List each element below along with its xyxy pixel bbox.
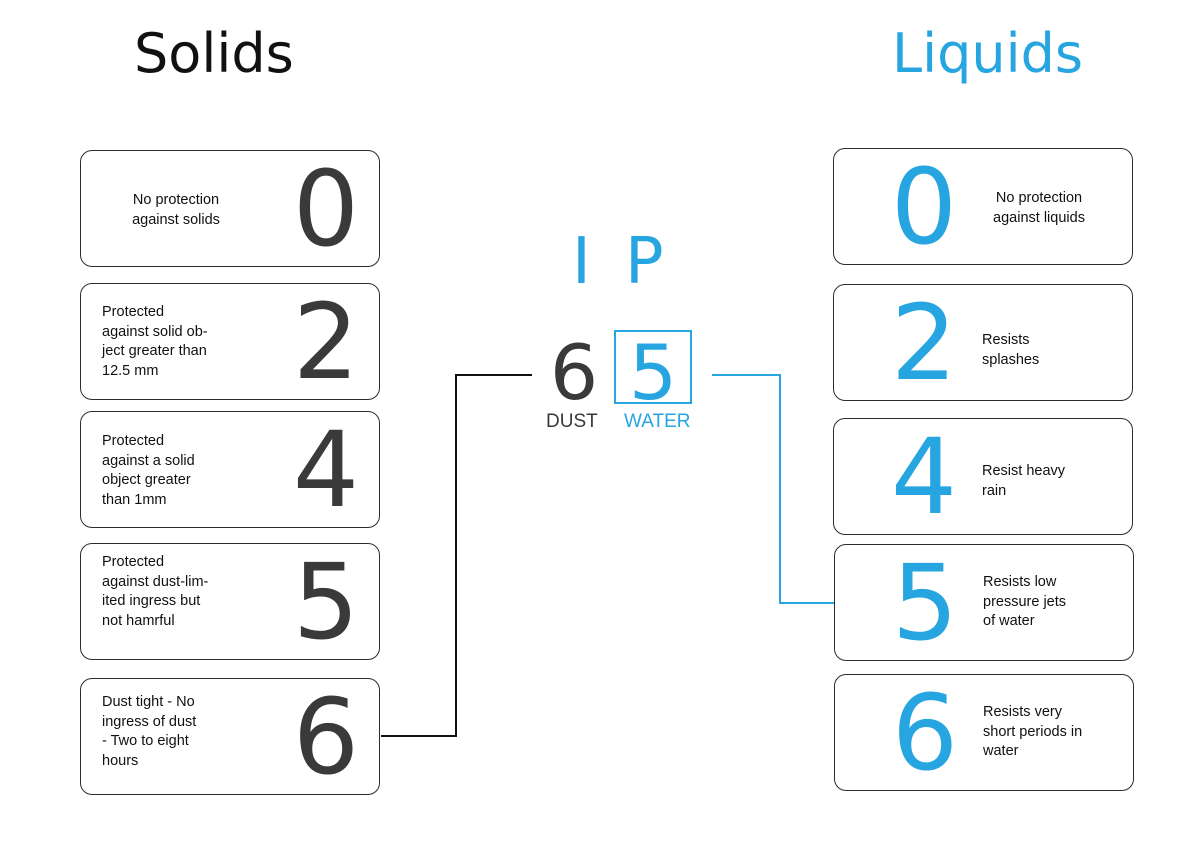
desc-line: against dust-lim- xyxy=(102,573,209,590)
desc-line: of water xyxy=(983,613,1035,629)
liquids-box-2: 2 Resists splashes xyxy=(833,284,1133,401)
desc-line: short periods in xyxy=(983,723,1083,740)
liquids-box-0-description: No protection against liquids xyxy=(984,189,1094,228)
solids-box-4: Protected against a solid object greater… xyxy=(80,411,380,528)
desc-line: rain xyxy=(982,482,1007,499)
desc-line: pressure jets xyxy=(983,593,1067,610)
liquids-box-5-description: Resists low pressure jets of water xyxy=(983,573,1108,632)
liquids-box-0: 0 No protection against liquids xyxy=(833,148,1133,265)
water-connector-line xyxy=(712,374,834,604)
desc-line: ited ingress but xyxy=(102,593,201,609)
desc-line: against liquids xyxy=(993,209,1085,226)
solids-box-0: No protection against solids 0 xyxy=(80,150,380,267)
liquids-box-6-description: Resists very short periods in water xyxy=(983,703,1108,762)
solids-box-0-digit: 0 xyxy=(292,148,360,270)
desc-line: Resists low xyxy=(983,574,1057,590)
desc-line: - Two to eight xyxy=(102,733,189,749)
ip-letter-i: I xyxy=(572,225,591,299)
desc-line: against solid ob- xyxy=(102,323,208,340)
desc-line: splashes xyxy=(982,351,1040,368)
desc-line: not hamrful xyxy=(102,612,175,629)
solids-box-5: Protected against dust-lim- ited ingress… xyxy=(80,543,380,660)
solids-box-4-description: Protected against a solid object greater… xyxy=(102,432,232,510)
desc-line: hours xyxy=(102,752,139,769)
liquids-box-4: 4 Resist heavy rain xyxy=(833,418,1133,535)
desc-line: object greater xyxy=(102,472,191,488)
desc-line: No protection xyxy=(132,192,220,208)
desc-line: Protected xyxy=(102,304,165,320)
desc-line: Resists very xyxy=(983,704,1062,720)
solids-box-6-description: Dust tight - No ingress of dust - Two to… xyxy=(102,693,232,771)
liquids-box-5: 5 Resists low pressure jets of water xyxy=(834,544,1134,661)
desc-line: 12.5 mm xyxy=(102,362,159,379)
solids-box-2-description: Protected against solid ob- ject greater… xyxy=(102,303,232,381)
liquids-box-2-description: Resists splashes xyxy=(982,331,1107,370)
solids-box-4-digit: 4 xyxy=(292,409,360,531)
ip-water-frame xyxy=(614,330,692,404)
desc-line: Resist heavy xyxy=(982,463,1066,479)
desc-line: Dust tight - No xyxy=(102,694,195,710)
liquids-box-5-digit: 5 xyxy=(891,542,959,664)
solids-box-2-digit: 2 xyxy=(292,281,360,403)
solids-box-6-digit: 6 xyxy=(292,676,360,798)
solids-box-2: Protected against solid ob- ject greater… xyxy=(80,283,380,400)
ip-dust-digit: 6 xyxy=(549,328,599,417)
liquids-box-4-description: Resist heavy rain xyxy=(982,462,1107,501)
solids-title: Solids xyxy=(134,22,294,85)
desc-line: Protected xyxy=(102,554,165,570)
desc-line: Resists xyxy=(982,332,1030,348)
solids-box-5-description: Protected against dust-lim- ited ingress… xyxy=(102,553,232,631)
desc-line: Protected xyxy=(102,433,165,449)
solids-box-0-description: No protection against solids xyxy=(111,191,241,230)
ip-dust-label: DUST xyxy=(546,411,598,432)
solids-box-6: Dust tight - No ingress of dust - Two to… xyxy=(80,678,380,795)
ip-water-label: WATER xyxy=(624,411,691,432)
desc-line: against solids xyxy=(132,211,220,228)
desc-line: No protection xyxy=(995,190,1083,206)
ip-water-digit: 5 xyxy=(628,328,678,417)
liquids-box-6-digit: 6 xyxy=(891,672,959,794)
liquids-box-6: 6 Resists very short periods in water xyxy=(834,674,1134,791)
liquids-box-0-digit: 0 xyxy=(890,146,958,268)
liquids-box-4-digit: 4 xyxy=(890,416,958,538)
liquids-title: Liquids xyxy=(892,22,1084,85)
desc-line: ingress of dust xyxy=(102,713,197,730)
ip-letter-p: P xyxy=(625,225,664,299)
liquids-box-2-digit: 2 xyxy=(890,282,958,404)
desc-line: ject greater than xyxy=(102,343,207,359)
solids-box-5-digit: 5 xyxy=(292,541,360,663)
dust-connector-line xyxy=(381,374,532,737)
desc-line: water xyxy=(983,743,1019,759)
desc-line: against a solid xyxy=(102,452,195,469)
desc-line: than 1mm xyxy=(102,491,167,508)
